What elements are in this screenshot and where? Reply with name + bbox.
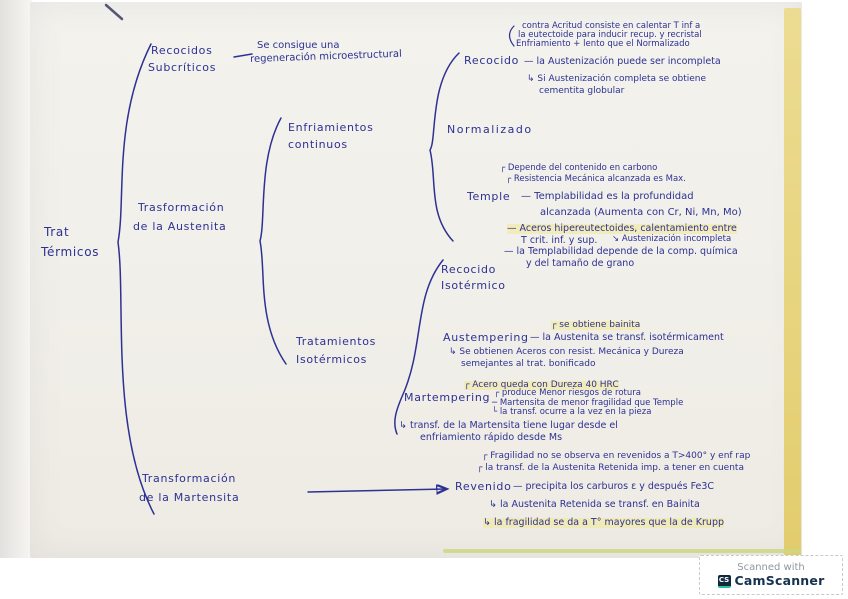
revenido-sub2: ↳ la fragilidad se da a T° mayores que l… [483, 517, 725, 528]
temple-note3b: alcanzada (Aumenta con Cr, Ni, Mn, Mo) [540, 207, 742, 218]
node-temple-label: Temple [467, 190, 511, 203]
node-revenido-label: Revenido [455, 480, 512, 493]
node-enfriamientos-line2: continuos [288, 138, 348, 151]
node-isotermicos-line2: Isotérmicos [296, 353, 368, 366]
node-austempering-label: Austempering [443, 331, 529, 344]
node-recocido-label: Recocido [464, 54, 520, 67]
temple-note4a: — Aceros hipereutectoides, calentamiento… [507, 223, 737, 234]
node-martempering-label: Martempering [404, 391, 491, 404]
austempering-sub2: semejantes al trat. bonificado [461, 359, 596, 369]
node-recocido-isotermico-line1: Recocido [441, 263, 497, 276]
revenido-pre1: ┌ Fragilidad no se observa en revenidos … [482, 451, 751, 461]
austempering-sub1: ↳ Se obtienen Aceros con resist. Mecánic… [449, 347, 684, 357]
branch-austenita-line1: Trasformación [138, 201, 225, 214]
temple-note3a: — Templabilidad es la profundidad [521, 191, 694, 202]
martempering-sub2: enfriamiento rápido desde Ms [420, 432, 563, 443]
node-isotermicos-line1: Tratamientos [296, 335, 377, 348]
node-enfriamientos-line1: Enfriamientos [288, 121, 374, 134]
branch-recocidos-line2: Subcríticos [148, 61, 217, 74]
branch-martensita-line1: Transformación [142, 472, 237, 485]
martempering-note1: ┌ produce Menor riesgos de rotura [494, 388, 641, 398]
branch-recocidos-line1: Recocidos [151, 44, 213, 57]
camscanner-app-name: CamScanner [734, 572, 825, 588]
temple-note4c: ↘ Austenización incompleta [612, 234, 732, 244]
scanned-with-text: Scanned with [737, 561, 805, 573]
austempering-note: — la Austenita se transf. isotérmicament [530, 332, 724, 343]
temple-note1: ┌ Depende del contenido en carbono [500, 163, 658, 173]
temple-note4b: T crit. inf. y sup. [521, 235, 598, 246]
martempering-note3: └ la transf. ocurre a la vez en la pieza [492, 407, 652, 417]
recocido-pre-line2: la eutectoide para inducir recup. y recr… [518, 30, 702, 40]
camscanner-logo-icon: CS [717, 574, 731, 588]
branch-martensita-line2: de la Martensita [139, 491, 240, 504]
node-normalizado-label: Normalizado [447, 123, 533, 136]
camscanner-brand-row: CS CamScanner [717, 572, 825, 588]
node-recocido-isotermico-line2: Isotérmico [441, 279, 506, 292]
revenido-note: — precipita los carburos ε y después Fe3… [513, 481, 715, 492]
temple-note5a: — la Templabilidad depende de la comp. q… [504, 246, 738, 257]
recocido-sub-line2: cementita globular [539, 86, 625, 96]
recocido-pre-line3: Enfriamiento + lento que el Normalizado [516, 39, 690, 49]
recocidos-note-line1: Se consigue una [257, 40, 340, 51]
root-label-line2: Térmicos [41, 245, 100, 259]
austempering-pre: ┌ se obtiene bainita [551, 320, 641, 330]
revenido-pre2: ┌ la transf. de la Austenita Retenida im… [477, 463, 744, 473]
recocido-sub-line1: ↳ Si Austenización completa se obtiene [527, 74, 707, 84]
martempering-note2: ─ Martensita de menor fragilidad que Tem… [492, 398, 684, 408]
camscanner-badge: Scanned with CS CamScanner [699, 555, 843, 595]
bottom-page-edge [443, 549, 801, 553]
next-page-edge [784, 8, 801, 556]
martempering-pre: ┌ Acero queda con Dureza 40 HRC [464, 380, 619, 390]
temple-note2: ┌ Resistencia Mecánica alcanzada es Max. [506, 174, 686, 184]
recocido-pre-line1: contra Acritud consiste en calentar T in… [522, 21, 701, 31]
temple-note5b: y del tamaño de grano [526, 258, 635, 269]
revenido-sub1: ↳ la Austenita Retenida se transf. en Ba… [489, 499, 700, 510]
martempering-sub1: ↳ transf. de la Martensita tiene lugar d… [399, 420, 618, 431]
branch-austenita-line2: de la Austenita [133, 220, 227, 233]
root-label-line1: Trat [44, 225, 70, 239]
recocido-note: — la Austenización puede ser incompleta [524, 56, 721, 67]
scan-left-shadow [0, 0, 32, 558]
